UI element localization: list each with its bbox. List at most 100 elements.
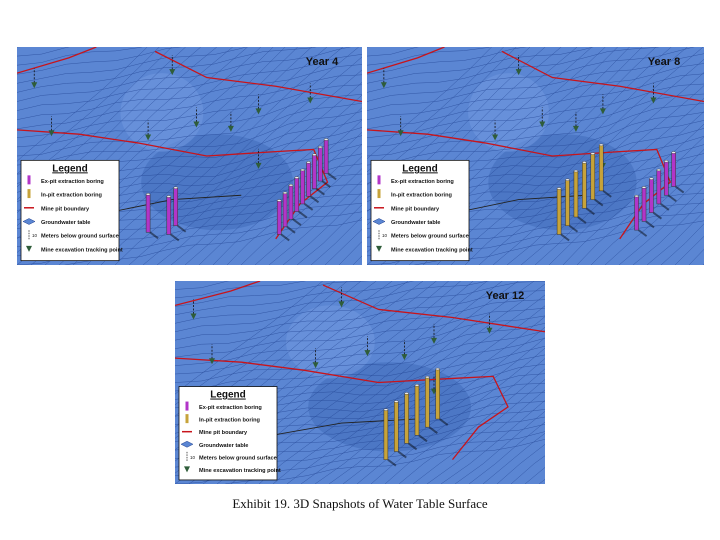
- tracking-point-icon: [539, 107, 546, 128]
- legend-item-label: Mine pit boundary: [391, 206, 440, 212]
- depth-marker-value: 10: [382, 233, 388, 238]
- ex-pit-boring-icon: [27, 175, 31, 185]
- ex-pit-boring: [649, 177, 663, 220]
- legend-item-label: Mine excavation tracking point: [391, 247, 473, 253]
- tracking-point-icon: [145, 120, 152, 141]
- figure-caption: Exhibit 19. 3D Snapshots of Water Table …: [232, 496, 488, 511]
- in-pit-boring: [565, 178, 579, 233]
- ex-pit-boring: [282, 191, 296, 234]
- in-pit-boring-icon: [377, 189, 381, 199]
- in-pit-boring: [590, 152, 604, 207]
- tracking-point-icon: [26, 245, 32, 252]
- surface-ridge: [120, 73, 204, 152]
- in-pit-boring-icon: [27, 189, 31, 199]
- in-pit-boring: [414, 384, 428, 443]
- tracking-point-icon: [401, 340, 408, 361]
- in-pit-boring: [598, 143, 612, 198]
- tracking-point-icon: [307, 83, 314, 104]
- legend-item-label: Mine pit boundary: [41, 206, 90, 212]
- ex-pit-boring: [671, 151, 685, 194]
- surface-ridge: [468, 73, 549, 152]
- in-pit-boring: [573, 169, 587, 224]
- groundwater-table-icon: [372, 218, 386, 225]
- legend-title: Legend: [210, 390, 246, 401]
- in-pit-boring-icon: [185, 414, 189, 424]
- tracking-point-icon: [209, 344, 215, 365]
- depth-marker-icon: 10: [186, 451, 196, 462]
- ex-pit-boring-icon: [377, 175, 381, 185]
- ex-pit-boring: [294, 176, 308, 219]
- legend-item-label: Mine pit boundary: [199, 430, 248, 436]
- ex-pit-boring: [664, 160, 677, 203]
- legend-item-label: In-pit extraction boring: [41, 193, 102, 199]
- legend-item-label: Meters below ground surface: [391, 234, 469, 240]
- pit-depression: [141, 134, 293, 231]
- depth-marker-value: 10: [32, 233, 38, 238]
- ex-pit-boring: [306, 161, 320, 204]
- tracking-point-icon: [599, 94, 606, 115]
- tracking-point-icon: [255, 94, 262, 115]
- ex-pit-boring: [276, 199, 290, 242]
- ex-pit-boring: [145, 193, 159, 240]
- in-pit-boring: [582, 161, 595, 216]
- legend-item-label: In-pit extraction boring: [391, 193, 452, 199]
- ex-pit-boring: [288, 184, 302, 227]
- tracking-point-icon: [397, 116, 404, 137]
- legend-item-label: Mine excavation tracking point: [199, 468, 281, 474]
- ex-pit-boring: [318, 145, 331, 188]
- tracking-point-icon: [486, 313, 493, 334]
- ex-pit-boring-icon: [185, 401, 189, 411]
- ex-pit-boring: [173, 186, 187, 233]
- ex-pit-boring: [166, 195, 180, 242]
- ex-pit-boring: [656, 168, 670, 211]
- groundwater-table-icon: [180, 440, 194, 448]
- ex-pit-boring: [312, 153, 325, 196]
- pit-depression: [308, 362, 471, 452]
- tracking-point-icon: [515, 55, 522, 76]
- legend-item-label: Groundwater table: [391, 220, 440, 226]
- mine-pit-boundary: [175, 281, 545, 461]
- surface-ridge: [286, 305, 375, 379]
- in-pit-boring: [425, 375, 438, 434]
- ex-pit-boring: [634, 194, 648, 237]
- year-label: Year 8: [648, 56, 680, 68]
- groundwater-table-icon: [22, 218, 36, 225]
- legend-item-label: Ex-pit extraction boring: [199, 405, 262, 411]
- tracking-point-icon: [190, 299, 197, 320]
- ex-pit-boring: [323, 138, 337, 181]
- year-label: Year 4: [306, 56, 339, 68]
- legend-item-label: Meters below ground surface: [41, 234, 119, 240]
- in-pit-boring: [394, 400, 407, 459]
- legend-item-label: Groundwater table: [199, 443, 248, 449]
- tracking-point-icon: [184, 466, 190, 473]
- tracking-point-icon: [572, 111, 579, 132]
- tracking-point-icon: [169, 55, 176, 76]
- tracking-point-icon: [193, 107, 200, 128]
- year-label: Year 12: [486, 290, 525, 302]
- in-pit-boring: [383, 408, 397, 467]
- legend-item-label: Ex-pit extraction boring: [391, 179, 454, 185]
- legend-title: Legend: [52, 163, 88, 174]
- in-pit-boring: [404, 392, 418, 451]
- in-pit-boring: [435, 367, 449, 426]
- legend-item-label: Ex-pit extraction boring: [41, 179, 104, 185]
- ex-pit-boring: [641, 186, 655, 229]
- depth-marker-icon: 10: [378, 230, 388, 241]
- legend-title: Legend: [402, 163, 438, 174]
- legend-item-label: Mine excavation tracking point: [41, 247, 123, 253]
- ex-pit-boring: [300, 168, 314, 211]
- tracking-point-icon: [312, 348, 319, 369]
- tracking-point-icon: [227, 111, 234, 132]
- depth-marker-value: 10: [190, 455, 196, 460]
- legend-item-label: In-pit extraction boring: [199, 418, 260, 424]
- tracking-point-icon: [48, 116, 55, 137]
- depth-marker-icon: 10: [28, 230, 38, 241]
- tracking-point-icon: [364, 336, 371, 357]
